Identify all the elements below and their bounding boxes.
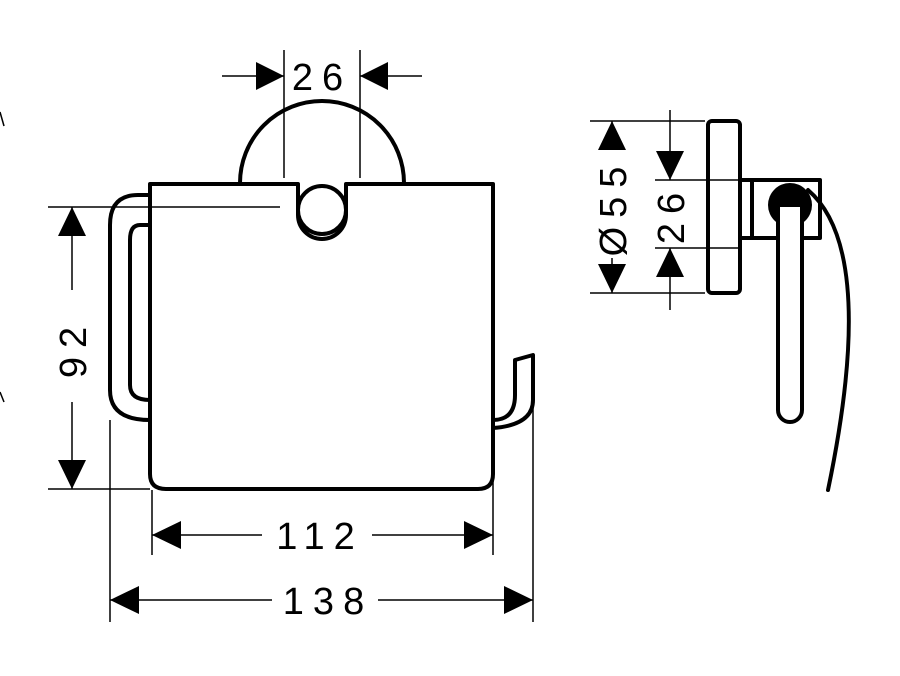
hanging-arm <box>776 203 804 424</box>
wall-rosette-outline <box>238 99 406 185</box>
edge-mark <box>0 391 5 403</box>
wall-plate <box>706 119 742 295</box>
arrowhead <box>656 248 684 277</box>
left-arm-inner <box>128 223 152 402</box>
arrowhead <box>598 264 626 293</box>
arrowhead <box>110 586 139 614</box>
arrowhead <box>598 121 626 150</box>
dimension-cover-width: 112 <box>151 430 494 558</box>
dimension-label: 26 <box>292 57 352 99</box>
arrowhead <box>464 521 493 549</box>
cover-lid <box>148 182 495 491</box>
arrowhead <box>656 151 684 180</box>
arrowhead <box>504 586 533 614</box>
dimension-label: 138 <box>283 581 373 623</box>
edge-mark <box>0 111 5 127</box>
left-arm-outer <box>108 193 152 422</box>
arrowhead <box>256 62 284 90</box>
dimension-label: Ø55 <box>593 158 635 257</box>
central-pin <box>296 184 348 236</box>
dimension-overall-width: 138 <box>109 400 534 623</box>
dimension-label: 112 <box>276 516 364 558</box>
front-view <box>108 99 535 491</box>
right-hook <box>491 353 535 430</box>
side-view <box>706 119 851 492</box>
dimension-label: 92 <box>53 318 95 378</box>
dimension-bar-height: 26 <box>651 110 740 310</box>
dimension-top-width: 26 <box>222 50 422 178</box>
dimension-label: 26 <box>651 184 693 244</box>
dimension-height: 92 <box>48 206 280 490</box>
dimension-rosette-diameter: Ø55 <box>590 120 705 294</box>
arrowhead <box>152 521 181 549</box>
arrowhead <box>58 207 86 236</box>
arrowhead <box>58 460 86 489</box>
arrowhead <box>360 62 388 90</box>
curved-lid <box>806 188 851 492</box>
